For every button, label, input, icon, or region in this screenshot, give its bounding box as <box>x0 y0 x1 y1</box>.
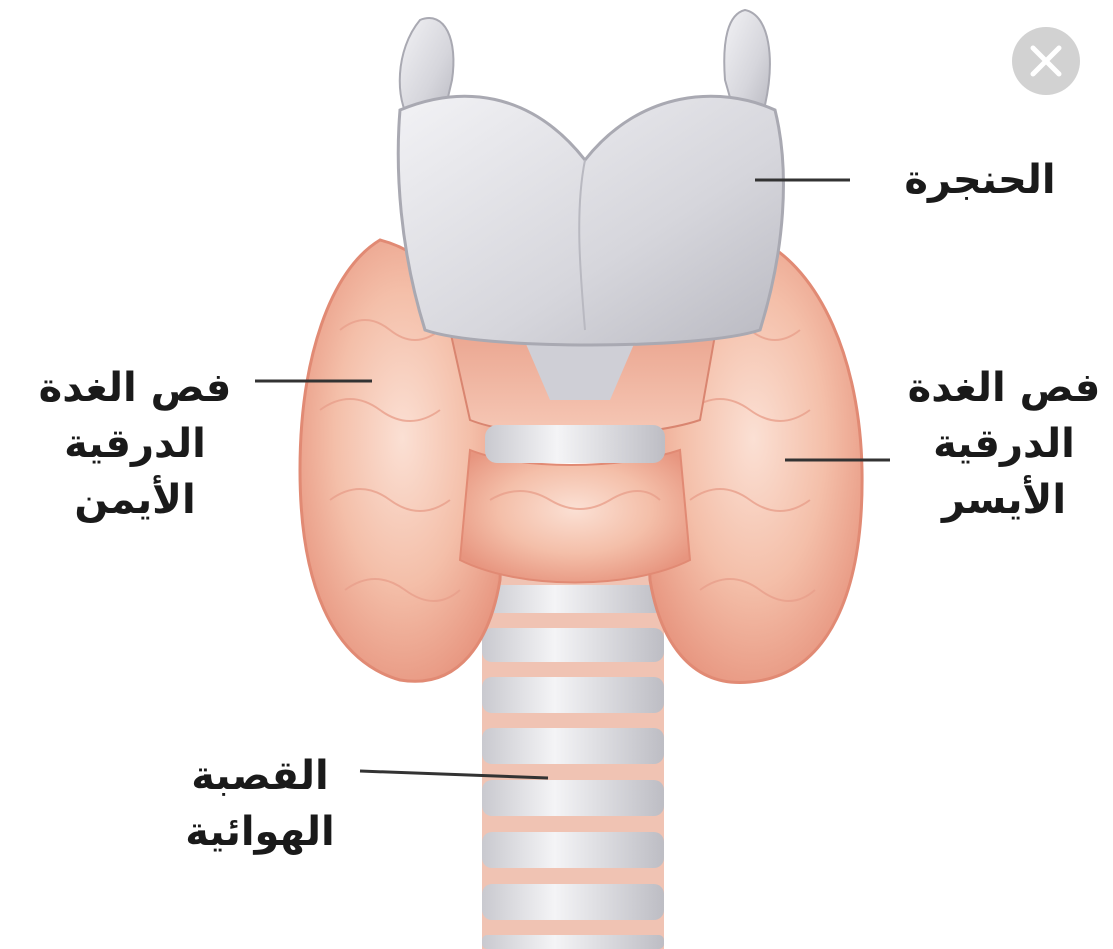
isthmus <box>460 450 690 583</box>
label-left-lobe-line-2: الدرقية <box>895 416 1113 472</box>
larynx <box>398 10 783 345</box>
trachea <box>482 560 664 949</box>
label-left-lobe-line-1: فص الغدة <box>895 360 1113 416</box>
close-button[interactable] <box>1012 27 1080 95</box>
label-right-lobe: فص الغدة الدرقية الأيمن <box>0 360 270 528</box>
label-right-lobe-line-3: الأيمن <box>0 472 270 528</box>
label-left-lobe: فص الغدة الدرقية الأيسر <box>895 360 1113 528</box>
label-trachea-line-2: الهوائية <box>160 804 360 860</box>
label-right-lobe-line-1: فص الغدة <box>0 360 270 416</box>
label-trachea: القصبة الهوائية <box>160 748 360 860</box>
label-left-lobe-line-3: الأيسر <box>895 472 1113 528</box>
label-right-lobe-line-2: الدرقية <box>0 416 270 472</box>
label-larynx: الحنجرة <box>885 152 1075 208</box>
label-larynx-text: الحنجرة <box>885 152 1075 208</box>
label-trachea-line-1: القصبة <box>160 748 360 804</box>
close-icon <box>1012 27 1080 95</box>
